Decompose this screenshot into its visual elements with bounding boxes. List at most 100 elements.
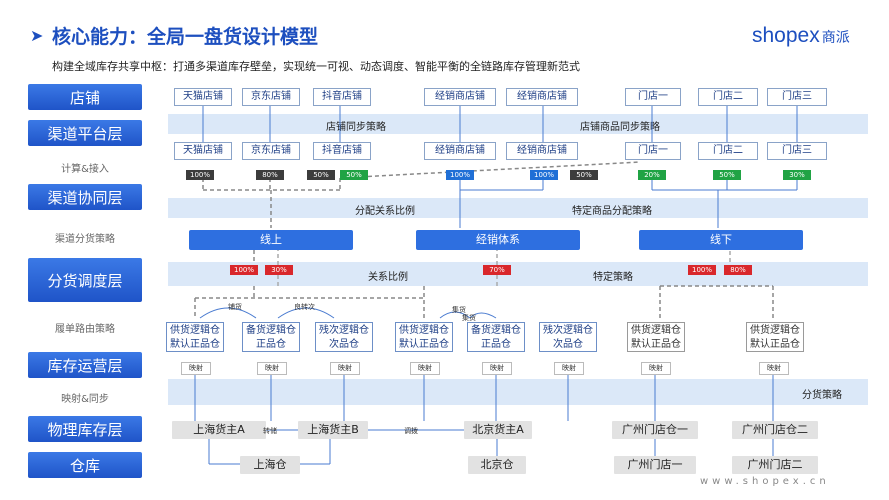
map-label: 映射 (181, 362, 211, 375)
store-top-1: 天猫店铺 (174, 88, 232, 106)
ratio-tag: 30% (783, 170, 811, 180)
store-mid-3: 抖音店铺 (313, 142, 371, 160)
store-mid-7: 门店二 (698, 142, 758, 160)
site-beijing: 北京仓 (468, 456, 526, 474)
band-label-special-strategy: 特定策略 (593, 272, 633, 283)
logical-warehouse-6: 残次逻辑仓次品仓 (539, 322, 597, 352)
channel-online: 线上 (189, 230, 353, 250)
band-store-sync (168, 114, 868, 134)
warehouse-type: 备货逻辑仓 (471, 325, 521, 336)
warehouse-type: 供货逻辑仓 (750, 325, 800, 336)
step-map-sync: 映射&同步 (61, 394, 109, 405)
step-channel-alloc: 渠道分货策略 (55, 234, 115, 245)
owner-guangzhou-2: 广州门店仓二 (732, 421, 818, 439)
warehouse-grade: 正品仓 (481, 339, 511, 350)
logical-warehouse-8: 供货逻辑仓默认正品仓 (746, 322, 804, 352)
flow-label-collect-2: 集货 (462, 314, 476, 322)
warehouse-grade: 默认正品仓 (170, 339, 220, 350)
store-top-3: 抖音店铺 (313, 88, 371, 106)
flow-label-good-to-defect: 良转次 (294, 303, 315, 311)
store-top-2: 京东店铺 (242, 88, 300, 106)
warehouse-grade: 正品仓 (256, 339, 286, 350)
layer-dispatch: 分货调度层 (28, 258, 142, 302)
warehouse-type: 供货逻辑仓 (399, 325, 449, 336)
warehouse-grade: 默认正品仓 (750, 339, 800, 350)
owner-link-dispatch: 调拨 (404, 427, 418, 435)
store-mid-8: 门店三 (767, 142, 827, 160)
owner-link-transfer: 转储 (263, 427, 277, 435)
step-calc: 计算&接入 (61, 164, 109, 175)
ratio-tag: 70% (483, 265, 511, 275)
site-guangzhou-2: 广州门店二 (732, 456, 818, 474)
title-marker-icon: ➤ (30, 26, 44, 45)
map-label: 映射 (257, 362, 287, 375)
warehouse-type: 残次逻辑仓 (543, 325, 593, 336)
store-mid-1: 天猫店铺 (174, 142, 232, 160)
warehouse-type: 残次逻辑仓 (319, 325, 369, 336)
warehouse-grade: 默认正品仓 (631, 339, 681, 350)
logical-warehouse-5: 备货逻辑仓正品仓 (467, 322, 525, 352)
map-label: 映射 (482, 362, 512, 375)
map-label: 映射 (330, 362, 360, 375)
band-label-store-goods-sync: 店铺商品同步策略 (580, 122, 660, 133)
logical-warehouse-1: 供货逻辑仓默认正品仓 (166, 322, 224, 352)
site-guangzhou-1: 广州门店一 (614, 456, 696, 474)
flow-label-collect-1: 集货 (452, 306, 466, 314)
step-route: 履单路由策略 (55, 324, 115, 335)
map-label: 映射 (759, 362, 789, 375)
layer-inventory-ops: 库存运营层 (28, 352, 142, 378)
logical-warehouse-3: 残次逻辑仓次品仓 (315, 322, 373, 352)
footer-url: www.shopex.cn (700, 476, 830, 487)
store-top-6: 门店一 (625, 88, 681, 106)
warehouse-type: 供货逻辑仓 (631, 325, 681, 336)
band-label-special-goods: 特定商品分配策略 (572, 206, 652, 217)
band-label-alloc-strategy: 分货策略 (802, 390, 842, 401)
logical-warehouse-4: 供货逻辑仓默认正品仓 (395, 322, 453, 352)
ratio-tag: 100% (230, 265, 258, 275)
logical-warehouse-7: 供货逻辑仓默认正品仓 (627, 322, 685, 352)
ratio-tag: 50% (570, 170, 598, 180)
store-top-7: 门店二 (698, 88, 758, 106)
warehouse-grade: 次品仓 (553, 339, 583, 350)
band-alloc (168, 198, 868, 218)
ratio-tag: 100% (186, 170, 214, 180)
layer-physical: 物理库存层 (28, 416, 142, 442)
page-title: 核心能力：全局一盘货设计模型 (52, 26, 319, 48)
page-subtitle: 构建全域库存共享中枢：打通多渠道库存壁垒，实现统一可视、动态调度、智能平衡的全链… (52, 60, 580, 73)
map-label: 映射 (410, 362, 440, 375)
warehouse-grade: 默认正品仓 (399, 339, 449, 350)
owner-guangzhou-1: 广州门店仓一 (612, 421, 698, 439)
site-shanghai: 上海仓 (240, 456, 300, 474)
band-alloc-strategy (168, 379, 868, 405)
store-mid-4: 经销商店铺 (424, 142, 496, 160)
flow-label-supply: 铺货 (228, 303, 242, 311)
store-mid-2: 京东店铺 (242, 142, 300, 160)
owner-beijing-a: 北京货主A (464, 421, 532, 439)
band-label-relation-ratio: 关系比例 (368, 272, 408, 283)
channel-dealer: 经销体系 (416, 230, 580, 250)
ratio-tag: 100% (530, 170, 558, 180)
ratio-tag: 80% (256, 170, 284, 180)
layer-warehouse: 仓库 (28, 452, 142, 478)
layer-channel-platform: 渠道平台层 (28, 120, 142, 146)
ratio-tag: 100% (688, 265, 716, 275)
ratio-tag: 80% (724, 265, 752, 275)
logical-warehouse-2: 备货逻辑仓正品仓 (242, 322, 300, 352)
ratio-tag: 30% (265, 265, 293, 275)
ratio-tag: 50% (713, 170, 741, 180)
band-label-store-sync: 店铺同步策略 (326, 122, 386, 133)
channel-offline: 线下 (639, 230, 803, 250)
layer-store: 店铺 (28, 84, 142, 110)
map-label: 映射 (554, 362, 584, 375)
store-top-4: 经销商店铺 (424, 88, 496, 106)
warehouse-type: 备货逻辑仓 (246, 325, 296, 336)
layer-channel-coop: 渠道协同层 (28, 184, 142, 210)
ratio-tag: 50% (307, 170, 335, 180)
warehouse-type: 供货逻辑仓 (170, 325, 220, 336)
store-mid-6: 门店一 (625, 142, 681, 160)
store-top-8: 门店三 (767, 88, 827, 106)
band-label-alloc-ratio: 分配关系比例 (355, 206, 415, 217)
warehouse-grade: 次品仓 (329, 339, 359, 350)
